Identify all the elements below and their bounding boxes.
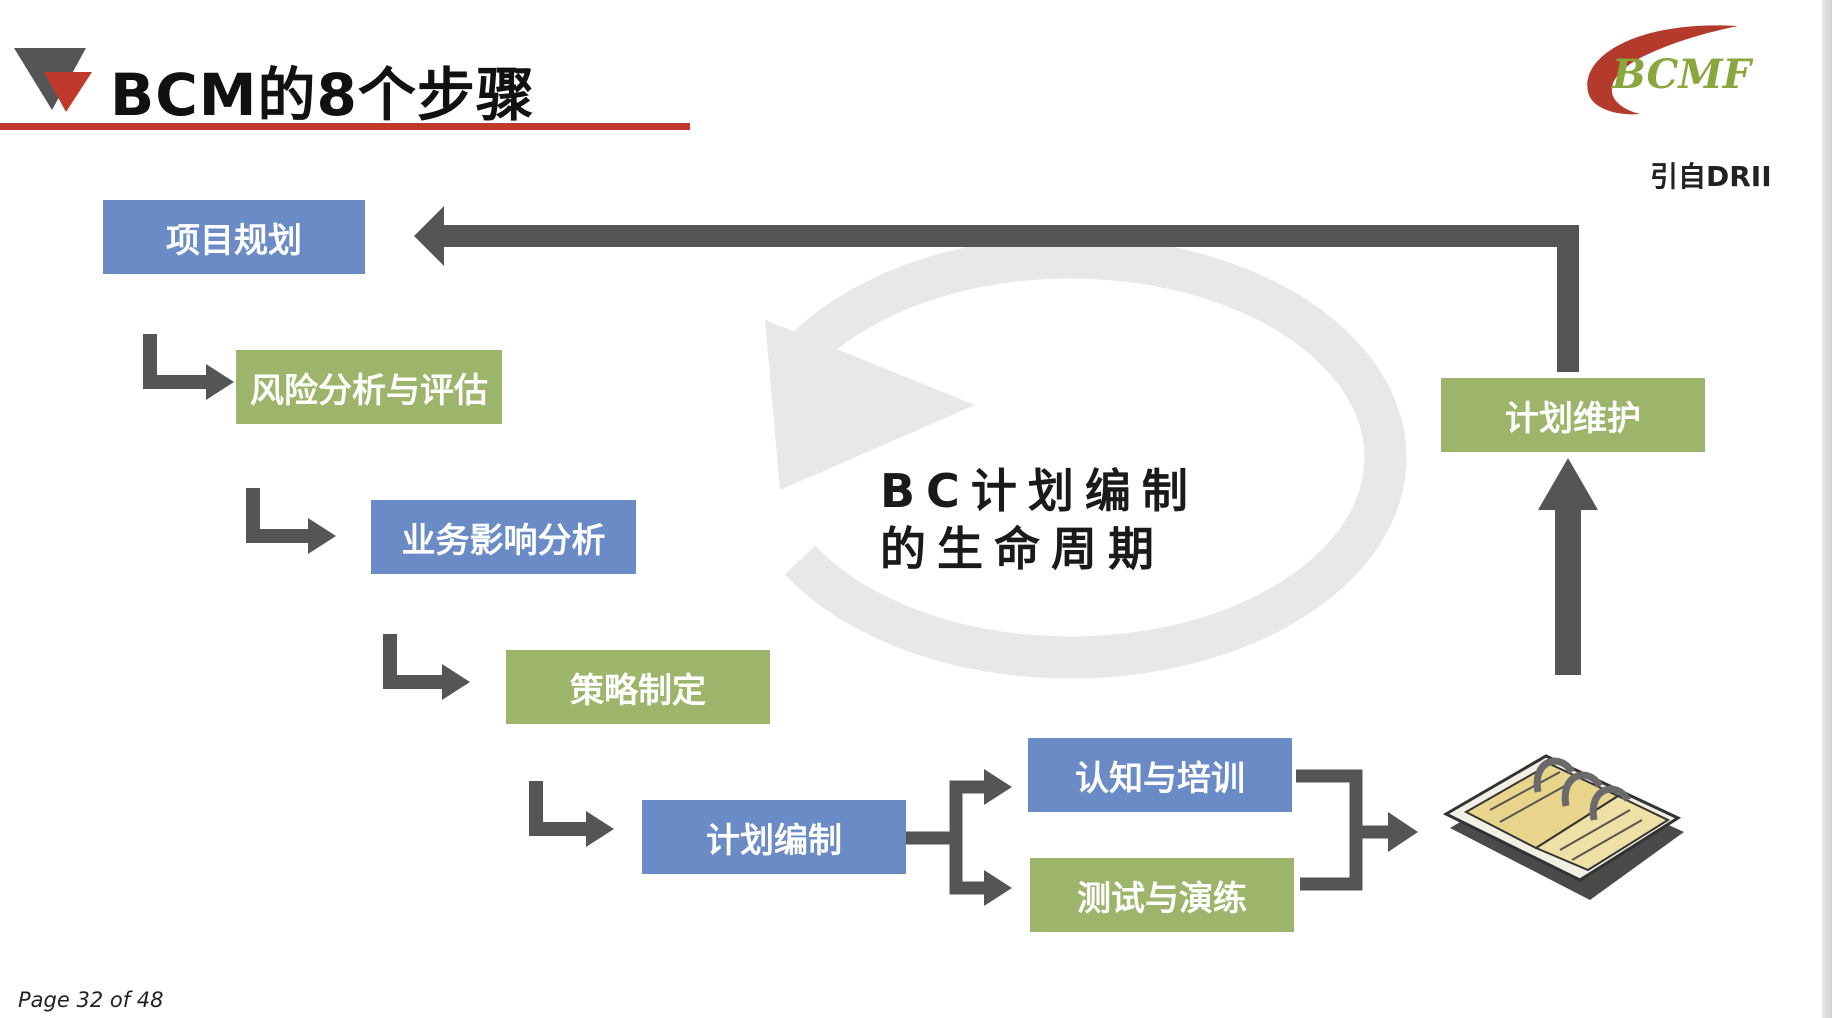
slide-edge [1822, 0, 1832, 1018]
split-connector [906, 780, 987, 895]
step-label: 项目规划 [166, 220, 302, 261]
step-label: 业务影响分析 [401, 520, 606, 561]
step-label: 计划维护 [1505, 398, 1641, 439]
step-connector-3 [383, 634, 470, 700]
title-triangle-icon [14, 48, 92, 112]
source-note: 引自DRII [1650, 160, 1772, 193]
step-plan-development: 计划编制 [642, 800, 906, 874]
step-label: 策略制定 [570, 670, 706, 711]
lifecycle-label: BC计划编制 的生命周期 [880, 462, 1300, 578]
lifecycle-label-line1: BC计划编制 [880, 464, 1199, 518]
step-label: 认知与培训 [1075, 758, 1245, 799]
step-label: 风险分析与评估 [250, 370, 488, 411]
feedback-arrow [438, 225, 1579, 372]
lifecycle-circle-icon [765, 236, 1407, 679]
title-underline [0, 123, 690, 130]
page-number: Page 32 of 48 [18, 988, 164, 1012]
step-label: 测试与演练 [1077, 878, 1247, 919]
bcmf-logo: BCMF [1587, 25, 1754, 115]
step-strategy: 策略制定 [506, 650, 770, 724]
maintenance-up-arrow [1555, 505, 1581, 675]
split-arrow-head-top [984, 769, 1012, 805]
logo-text: BCMF [1611, 51, 1754, 98]
split-arrow-head-bottom [984, 870, 1012, 906]
page-title: BCM的8个步骤 [110, 61, 535, 129]
step-plan-maintenance: 计划维护 [1441, 378, 1705, 452]
step-business-impact-analysis: 业务影响分析 [371, 500, 636, 574]
step-connector-2 [246, 488, 336, 554]
step-connector-1 [143, 334, 234, 400]
step-project-planning: 项目规划 [103, 200, 365, 274]
step-risk-assessment: 风险分析与评估 [236, 350, 502, 424]
lifecycle-label-line2: 的生命周期 [880, 522, 1165, 576]
feedback-arrow-head [414, 206, 444, 266]
step-label: 计划编制 [706, 820, 842, 861]
merge-arrow-head [1388, 812, 1418, 852]
merge-connector [1296, 769, 1390, 891]
step-connector-4 [529, 781, 614, 847]
step-testing-exercising: 测试与演练 [1030, 858, 1294, 932]
step-awareness-training: 认知与培训 [1028, 738, 1292, 812]
maintenance-up-arrow-head [1538, 458, 1598, 510]
binder-book-icon [1442, 754, 1684, 900]
